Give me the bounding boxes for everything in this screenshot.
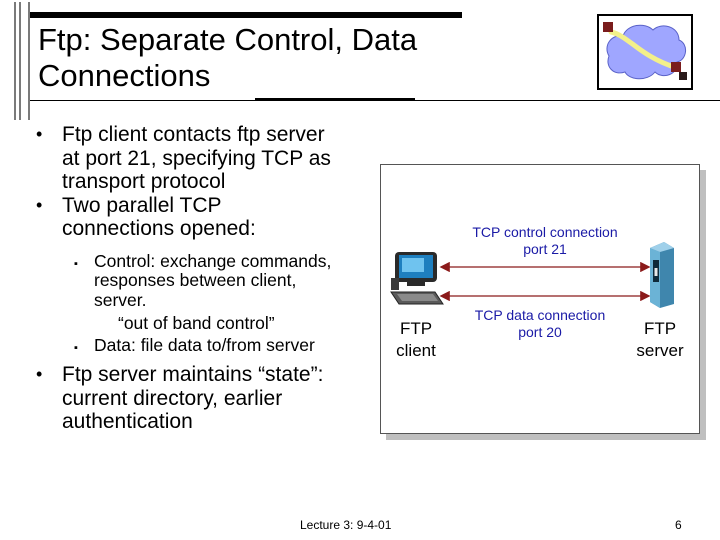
server-icon — [650, 242, 674, 308]
network-cloud-icon — [597, 14, 693, 90]
bullet-2-line-1: Two parallel TCP — [62, 193, 222, 217]
server-label-line-1: FTP — [643, 319, 677, 338]
lecture-footer: Lecture 3: 9-4-01 — [300, 518, 392, 532]
connection-arrows — [439, 261, 651, 302]
sub-bullet-1-line-3: server. — [94, 289, 147, 310]
bullet-glyph: • — [36, 124, 43, 144]
out-of-band-text: “out of band control” — [118, 313, 275, 333]
ftp-client-label: FTP client — [386, 318, 446, 362]
title-line-1: Ftp: Separate Control, Data — [38, 22, 418, 57]
data-label-line-2: port 20 — [518, 324, 562, 340]
server-label-line-2: server — [636, 341, 684, 360]
sub-bullet-1-line-2: responses between client, — [94, 270, 297, 290]
page-number: 6 — [675, 518, 682, 532]
control-label-line-1: TCP control connection — [472, 224, 618, 240]
slide-frame-left — [14, 2, 30, 120]
sub-bullet-glyph: ▪ — [74, 341, 78, 354]
bullet-glyph: • — [36, 364, 43, 384]
ftp-server-label: FTP server — [630, 318, 690, 362]
computer-icon — [390, 252, 444, 305]
bullet-2: • Two parallel TCP connections opened: — [34, 194, 384, 241]
control-label-line-2: port 21 — [523, 241, 567, 257]
bullet-glyph: • — [36, 194, 43, 215]
client-label-line-1: FTP — [399, 319, 433, 338]
bullet-1-line-3: transport protocol — [62, 170, 226, 193]
sub-bullet-glyph: ▪ — [74, 257, 78, 270]
network-cloud-svg — [603, 22, 687, 80]
bullet-2-line-2: connections opened: — [62, 217, 256, 240]
sub-bullet-1-line-1: Control: exchange commands, — [94, 250, 332, 271]
bullet-3-line-3: authentication — [62, 410, 193, 433]
bullet-1-line-1: Ftp client contacts ftp server — [62, 123, 325, 146]
data-connection-label: TCP data connection port 20 — [440, 307, 640, 341]
sub-bullet-1: ▪ Control: exchange commands, responses … — [34, 250, 384, 334]
sub-bullet-1-extra-wrap: “out of band control” — [94, 313, 384, 334]
sub-bullet-2-line-1: Data: file data to/from server — [94, 334, 315, 355]
sub-bullet-2: ▪ Data: file data to/from server — [34, 334, 384, 356]
bullet-list: • Ftp client contacts ftp server at port… — [34, 123, 384, 434]
bullet-3: • Ftp server maintains “state”: current … — [34, 363, 384, 434]
data-label-line-1: TCP data connection — [474, 307, 606, 323]
title-underline-accent — [255, 98, 415, 101]
bullet-3-line-1: Ftp server maintains “state”: — [62, 363, 324, 386]
title-line-2: Connections — [38, 58, 211, 93]
bullet-1-line-2: at port 21, specifying TCP as — [62, 146, 331, 170]
top-rule — [30, 12, 462, 18]
bullet-1: • Ftp client contacts ftp server at port… — [34, 123, 384, 194]
client-label-line-2: client — [396, 341, 436, 360]
slide-title: Ftp: Separate Control, Data Connections — [38, 22, 578, 94]
control-connection-label: TCP control connection port 21 — [440, 224, 650, 258]
bullet-3-line-2: current directory, earlier — [62, 386, 283, 410]
